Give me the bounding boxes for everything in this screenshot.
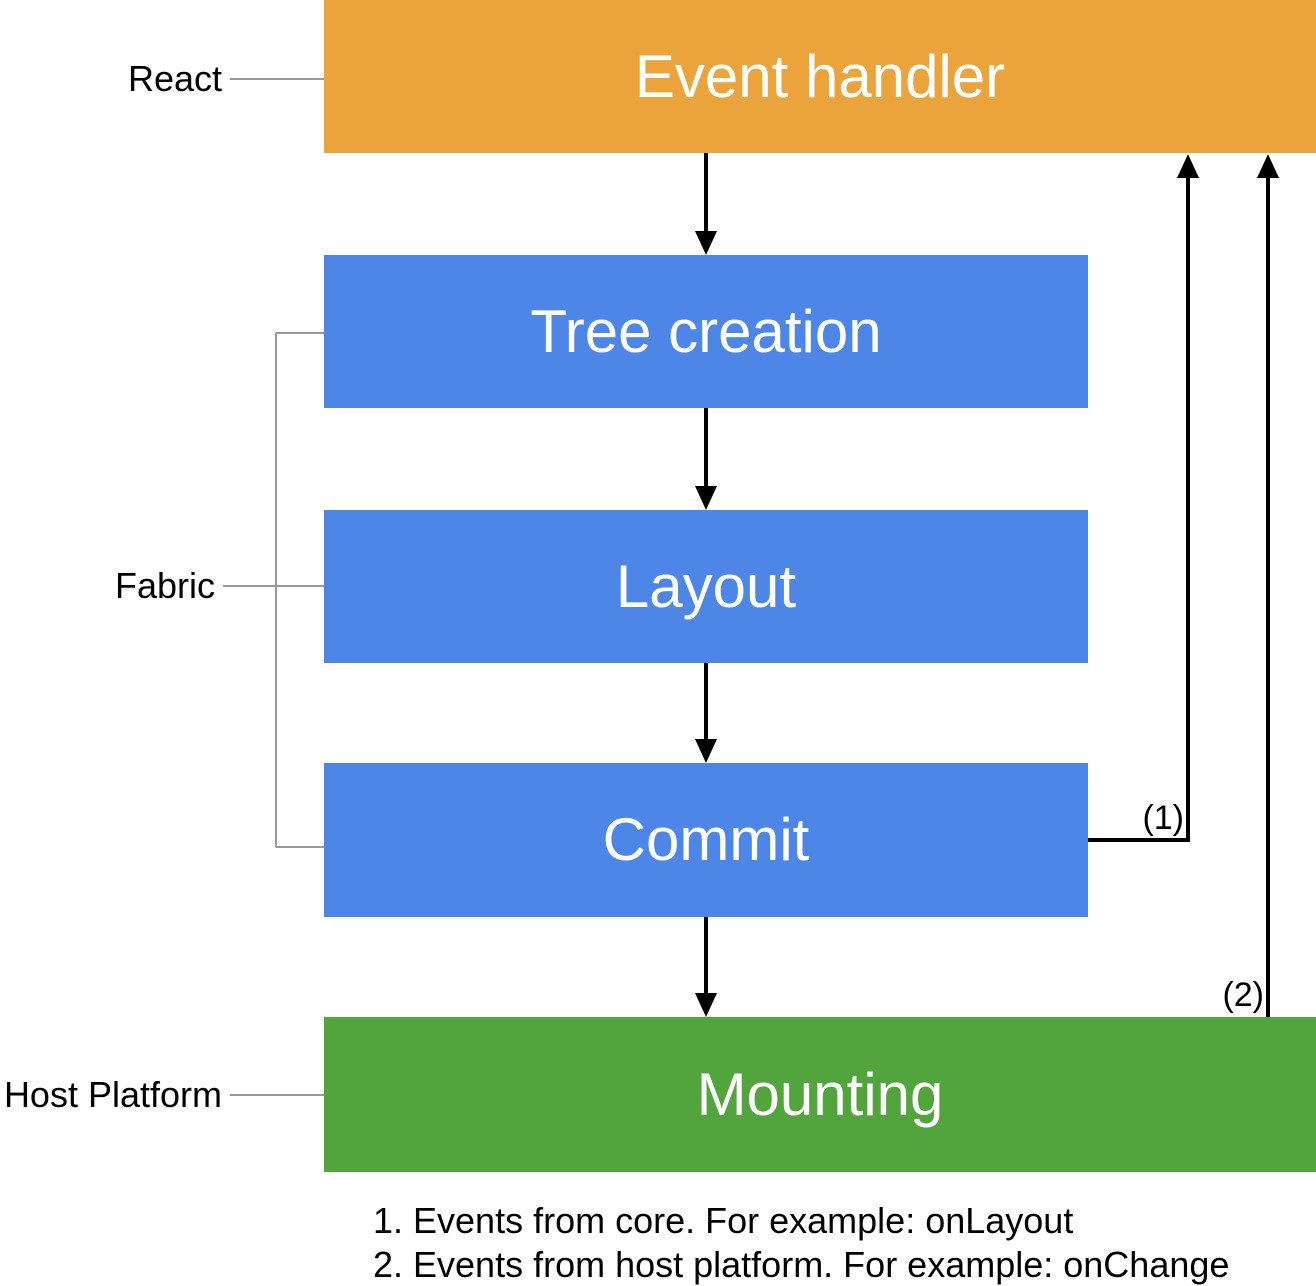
tree-creation-box: Tree creation xyxy=(324,255,1088,408)
commit-box: Commit xyxy=(324,763,1088,917)
fabric-bracket xyxy=(223,332,324,848)
footnote-line: 2. Events from host platform. For exampl… xyxy=(373,1244,1230,1285)
mounting-box: Mounting xyxy=(324,1017,1316,1172)
feedback-arrow-2 xyxy=(1257,154,1279,1017)
fabric-layer-label: Fabric xyxy=(114,565,215,606)
footnotes: 1. Events from core. For example: onLayo… xyxy=(373,1199,1229,1286)
tree-creation-label: Tree creation xyxy=(530,297,882,365)
layout-label: Layout xyxy=(615,552,797,620)
event-handler-label: Event handler xyxy=(634,42,1006,110)
footnote-line: 1. Events from core. For example: onLayo… xyxy=(373,1200,1074,1241)
commit-label: Commit xyxy=(602,806,810,873)
feedback-1-label: (1) xyxy=(1142,799,1184,837)
event-handler-box: Event handler xyxy=(324,0,1316,153)
arrow-tree-to-layout xyxy=(695,408,717,510)
feedback-arrow-1 xyxy=(1088,154,1199,842)
layout-box: Layout xyxy=(324,510,1088,663)
mounting-label: Mounting xyxy=(696,1060,944,1128)
arrow-layout-to-commit xyxy=(695,663,717,763)
arrow-event-to-tree xyxy=(695,153,717,255)
feedback-2-label: (2) xyxy=(1222,976,1264,1014)
host-platform-layer-label: Host Platform xyxy=(3,1074,222,1115)
arrow-commit-to-mounting xyxy=(695,917,717,1017)
react-layer-label: React xyxy=(127,58,222,99)
